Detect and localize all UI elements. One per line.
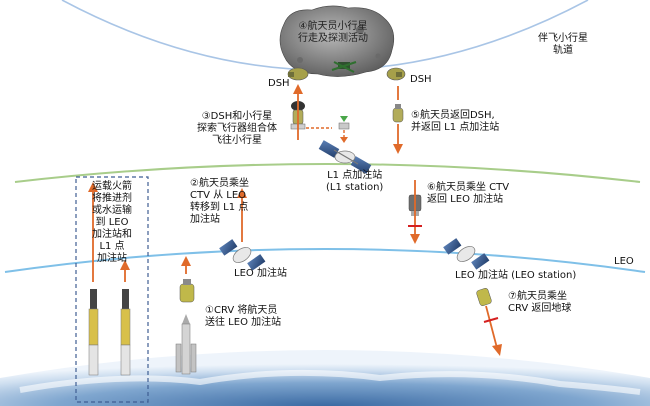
dashed-transfer-arrow <box>306 127 348 143</box>
arrow-crv-to-earth <box>485 305 498 349</box>
explorer-docking-icon <box>338 116 350 130</box>
label-step1: ①CRV 将航天员 送往 LEO 加注站 <box>205 305 282 328</box>
flow-arrows <box>88 84 502 356</box>
asteroid-crater <box>375 53 381 59</box>
arrow-leo-to-l1-head <box>237 188 247 198</box>
l1-orbit <box>14 163 641 183</box>
earth-cloud-band <box>19 369 641 395</box>
arrow-crv-to-earth-head <box>492 344 502 356</box>
label-leo-station-right: LEO 加注站 (LEO station) <box>455 270 577 281</box>
asteroid-crater <box>356 26 364 34</box>
arrow-rocket-2-head <box>120 260 130 270</box>
l1-station-icon <box>318 140 372 174</box>
crv-capsule-icon <box>179 279 195 303</box>
asteroid <box>279 5 395 77</box>
dsh-module-icon <box>386 67 406 81</box>
arrow-return-to-l1-head <box>393 144 403 154</box>
asteroid-exploration-vehicle-icon <box>331 61 357 73</box>
earth-surface <box>0 350 650 406</box>
label-rocket-transport: 运载火箭 将推进剂 或水运输 到 LEO 加注站和 L1 点 加注站 <box>92 181 132 264</box>
arrow-l1-to-leo-head <box>410 234 420 244</box>
crv-launch-rocket-icon <box>175 314 197 375</box>
label-leo-station-left: LEO 加注站 <box>234 268 287 279</box>
propellant-rocket-icon <box>120 289 131 376</box>
label-l1-station: L1 点加注站 (L1 station) <box>326 170 384 193</box>
crv-vehicle-icon <box>476 288 492 306</box>
label-leo-orbit: LEO <box>614 256 634 267</box>
label-step7: ⑦航天员乘坐 CRV 返回地球 <box>508 291 572 314</box>
label-step2: ②航天员乘坐 CTV 从 LEO 转移到 L1 点 加注站 <box>190 178 249 225</box>
leo-station-icon <box>443 238 490 270</box>
label-dsh-right: DSH <box>410 74 432 85</box>
label-step6: ⑥航天员乘坐 CTV 返回 LEO 加注站 <box>427 182 510 205</box>
dsh-module-icon <box>287 67 309 81</box>
leo-station-icon <box>219 239 266 271</box>
label-step3: ③DSH和小行星 探索飞行器组合体 飞往小行星 <box>197 111 277 146</box>
label-asteroid-activity: ④航天员小行星 行走及探测活动 <box>298 21 368 44</box>
label-step5: ⑤航天员返回DSH, 并返回 L1 点加注站 <box>411 110 500 133</box>
arrow-crv-up-head <box>181 256 191 266</box>
asteroid-crater <box>297 57 303 63</box>
propellant-rocket-icon <box>88 289 99 376</box>
dsh-return-module-icon <box>392 104 404 123</box>
label-dsh-left: DSH <box>268 78 290 89</box>
label-asteroid-orbit: 伴飞小行星 轨道 <box>538 33 588 56</box>
arrow-l1-to-asteroid-head <box>293 84 303 94</box>
launch-vehicle-box <box>75 176 149 403</box>
arrow-rocket-1-head <box>88 182 98 192</box>
leo-orbit <box>4 248 646 273</box>
separation-marks <box>408 225 499 323</box>
